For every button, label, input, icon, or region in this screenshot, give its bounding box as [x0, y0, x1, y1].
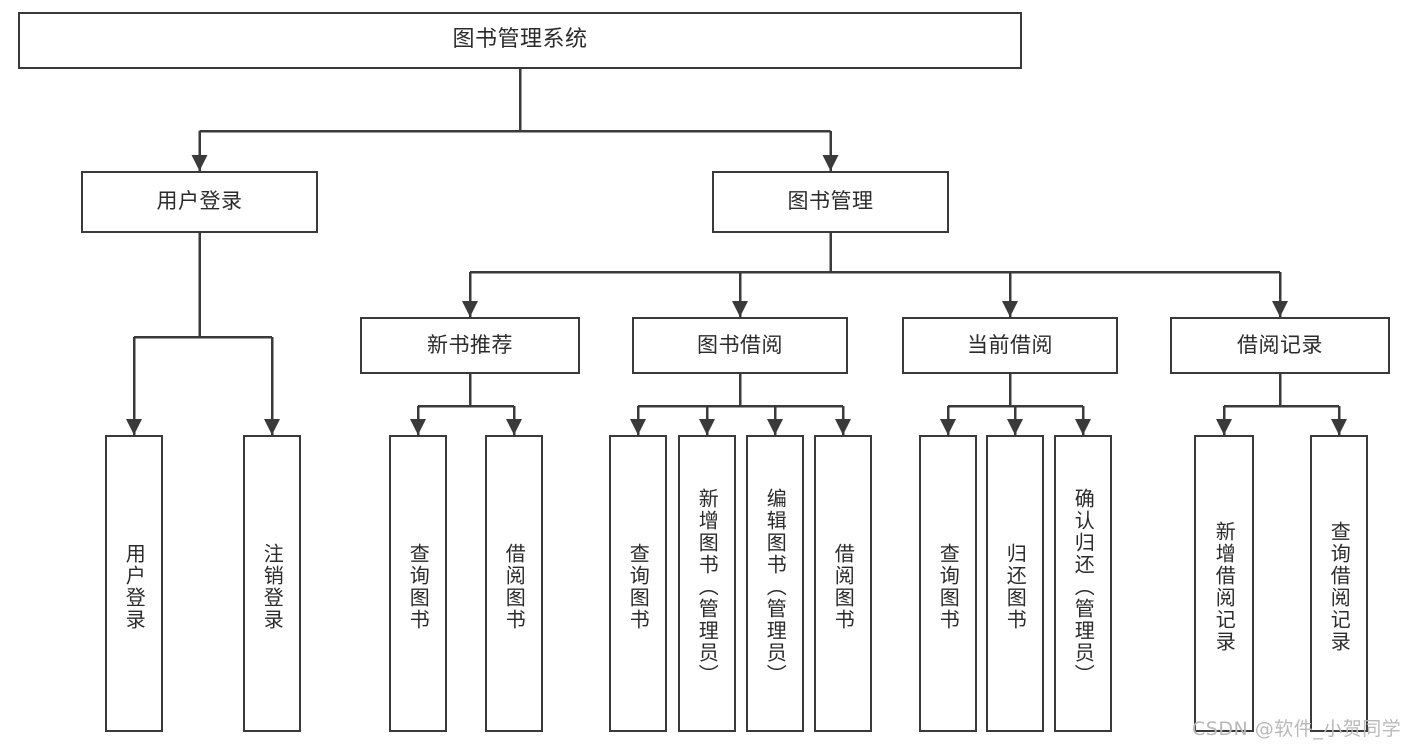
arrowhead-leaf-borrow-book-2: [835, 419, 851, 435]
arrowhead-borrow-record: [1272, 301, 1288, 317]
node-label-leaf-user-logout: 注销登录: [260, 542, 285, 631]
node-label-root: 图书管理系统: [452, 27, 588, 53]
arrowhead-current-borrow: [1002, 301, 1018, 317]
node-label-leaf-query-book-1: 查询图书: [406, 542, 431, 631]
node-leaf-borrow-book-2[interactable]: 借阅图书: [814, 435, 872, 732]
node-leaf-confirm-return[interactable]: 确认归还（管理员）: [1054, 435, 1112, 732]
arrowhead-leaf-edit-book: [767, 419, 783, 435]
node-borrow-record[interactable]: 借阅记录: [1170, 317, 1390, 374]
node-label-leaf-user-login: 用户登录: [122, 542, 147, 631]
arrowhead-book-manage: [822, 155, 839, 171]
arrowhead-leaf-user-login: [126, 419, 142, 435]
node-leaf-user-logout[interactable]: 注销登录: [243, 435, 301, 732]
node-root[interactable]: 图书管理系统: [18, 12, 1022, 69]
node-label-user-login: 用户登录: [156, 189, 243, 214]
node-label-current-borrow: 当前借阅: [967, 332, 1053, 357]
node-label-leaf-return-book: 归还图书: [1003, 542, 1028, 631]
node-label-leaf-borrow-book-2: 借阅图书: [831, 542, 856, 631]
arrowhead-leaf-return-book: [1007, 419, 1023, 435]
arrowhead-leaf-add-record: [1216, 419, 1232, 435]
arrowhead-leaf-confirm-return: [1075, 419, 1091, 435]
watermark: CSDN @软件_小贺同学: [1192, 718, 1402, 740]
node-label-leaf-edit-book: 编辑图书（管理员）: [763, 487, 788, 686]
node-label-leaf-borrow-book-1: 借阅图书: [502, 542, 527, 631]
arrowhead-new-book-rec: [462, 301, 478, 317]
node-book-manage[interactable]: 图书管理: [712, 171, 949, 233]
node-book-borrow[interactable]: 图书借阅: [632, 317, 848, 374]
node-label-leaf-confirm-return: 确认归还（管理员）: [1071, 487, 1096, 686]
node-user-login[interactable]: 用户登录: [81, 171, 318, 233]
node-label-book-borrow: 图书借阅: [697, 332, 783, 357]
node-label-leaf-query-book-3: 查询图书: [936, 542, 961, 631]
arrowhead-book-borrow: [732, 301, 748, 317]
node-leaf-edit-book[interactable]: 编辑图书（管理员）: [746, 435, 804, 732]
node-label-book-manage: 图书管理: [787, 189, 874, 214]
node-label-leaf-add-book: 新增图书（管理员）: [695, 487, 720, 686]
arrowhead-leaf-user-logout: [264, 419, 280, 435]
node-leaf-add-record[interactable]: 新增借阅记录: [1194, 435, 1254, 732]
arrowhead-leaf-borrow-book-1: [506, 419, 522, 435]
node-current-borrow[interactable]: 当前借阅: [902, 317, 1118, 374]
node-label-borrow-record: 借阅记录: [1237, 332, 1323, 357]
arrowhead-user-login: [191, 155, 208, 171]
node-label-leaf-query-book-2: 查询图书: [626, 542, 651, 631]
node-leaf-user-login[interactable]: 用户登录: [105, 435, 163, 732]
arrowhead-leaf-query-book-1: [410, 419, 426, 435]
arrowhead-leaf-query-book-2: [630, 419, 646, 435]
node-leaf-borrow-book-1[interactable]: 借阅图书: [485, 435, 543, 732]
node-leaf-query-record[interactable]: 查询借阅记录: [1310, 435, 1368, 732]
node-label-leaf-add-record: 新增借阅记录: [1212, 520, 1237, 653]
node-leaf-return-book[interactable]: 归还图书: [986, 435, 1044, 732]
node-new-book-rec[interactable]: 新书推荐: [360, 317, 580, 374]
node-label-new-book-rec: 新书推荐: [427, 332, 513, 357]
arrowhead-leaf-query-book-3: [940, 419, 956, 435]
arrowhead-leaf-add-book: [699, 419, 715, 435]
node-leaf-query-book-3[interactable]: 查询图书: [919, 435, 977, 732]
node-label-leaf-query-record: 查询借阅记录: [1327, 520, 1352, 653]
node-leaf-query-book-2[interactable]: 查询图书: [609, 435, 667, 732]
arrowhead-leaf-query-record: [1331, 419, 1347, 435]
node-leaf-query-book-1[interactable]: 查询图书: [389, 435, 447, 732]
node-leaf-add-book[interactable]: 新增图书（管理员）: [678, 435, 736, 732]
